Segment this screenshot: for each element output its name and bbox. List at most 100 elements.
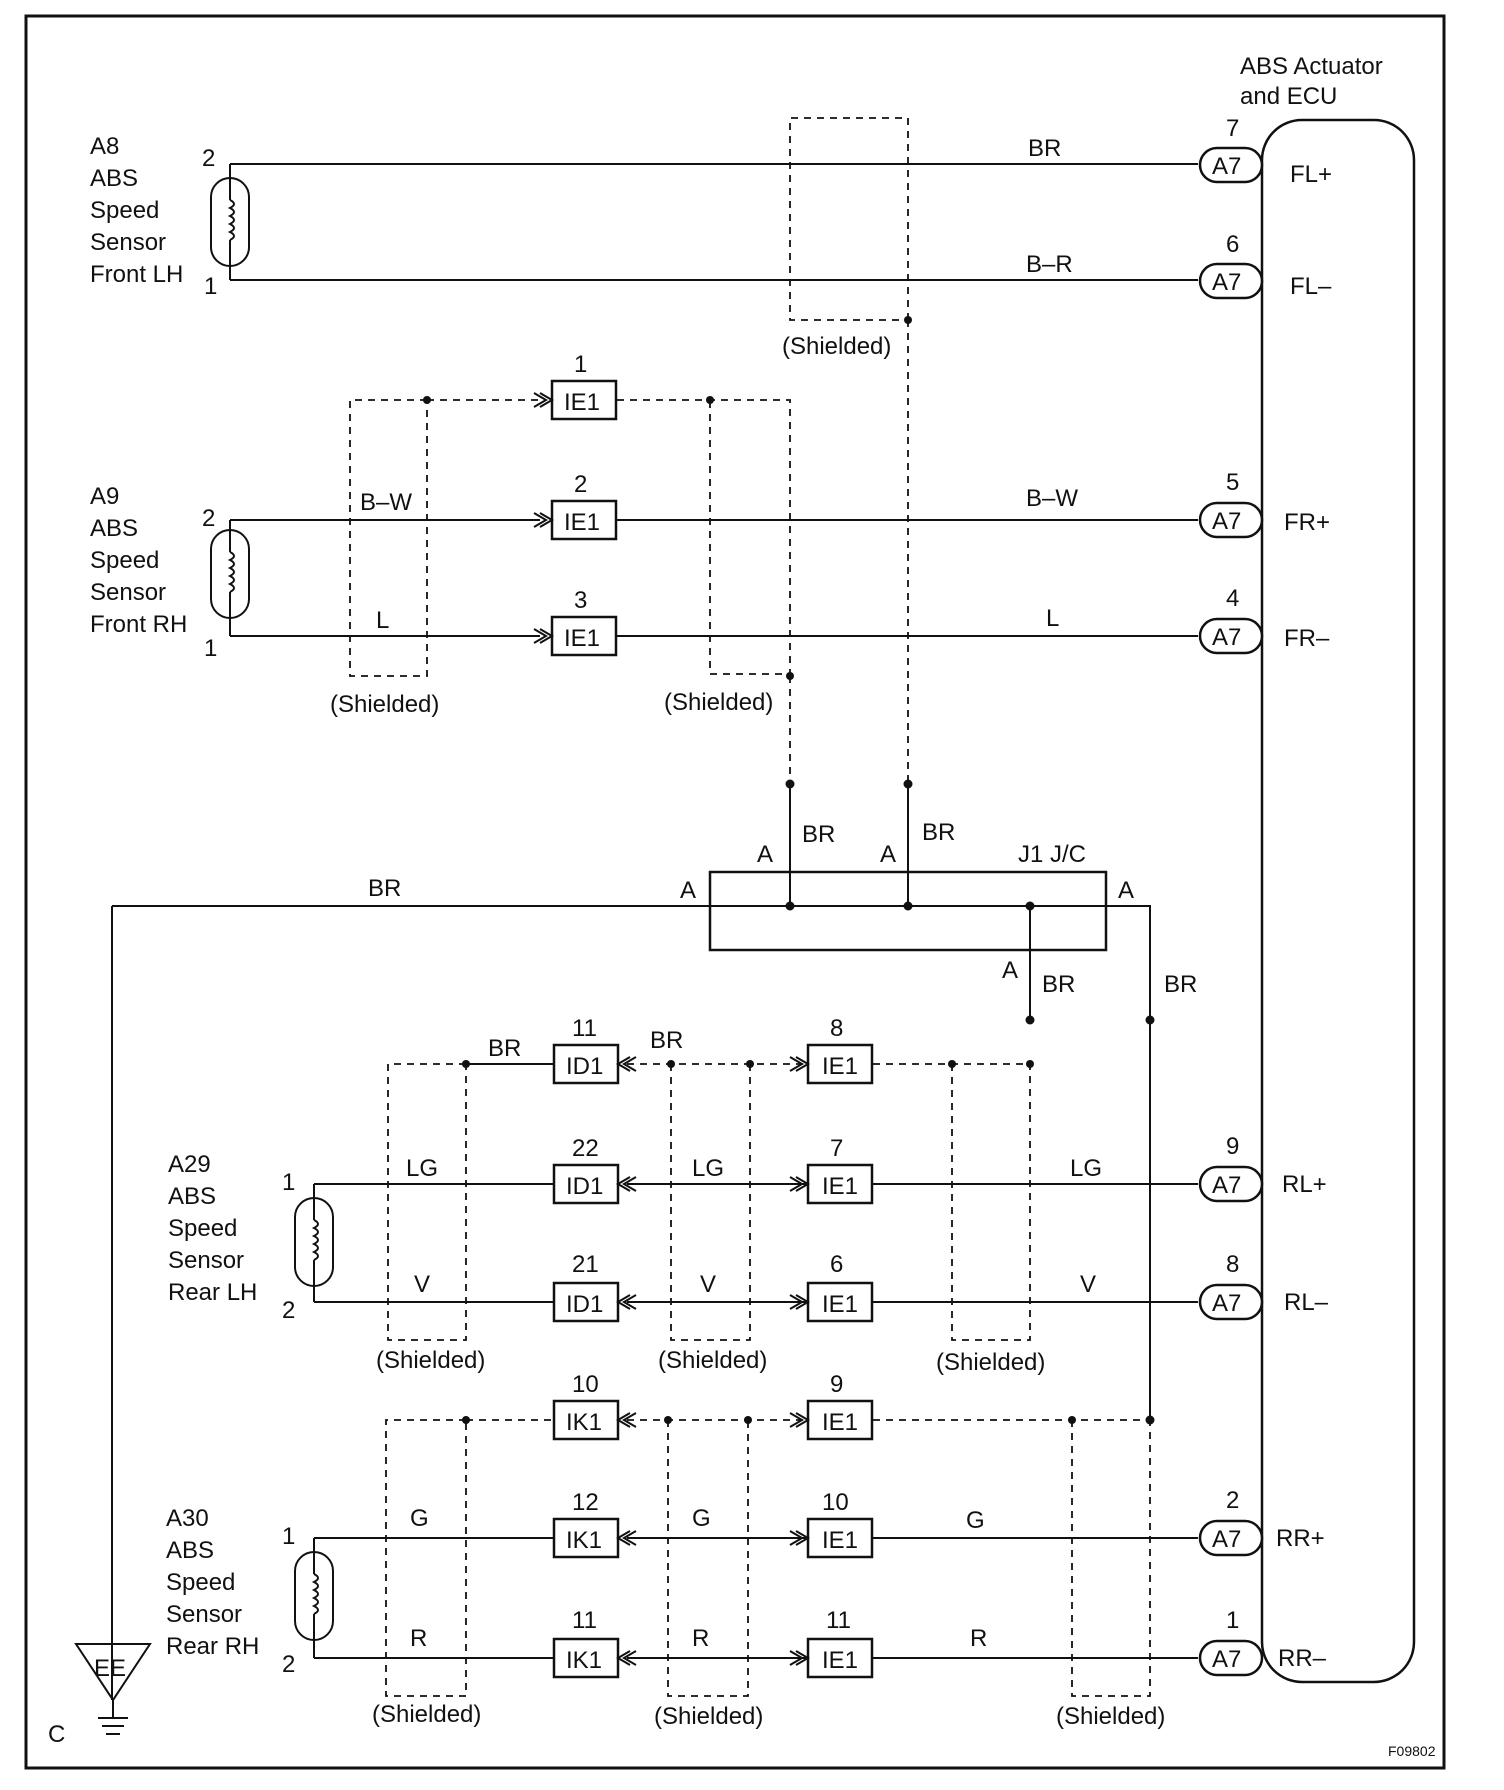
sensor-pin: 2 [282,1297,295,1324]
wire-color-label: V [1080,1271,1096,1298]
sensor-pin: 2 [202,505,215,532]
ecu-title-line1: ABS Actuator [1240,53,1383,80]
svg-text:2: 2 [574,471,587,498]
wire-color-label: G [410,1505,429,1532]
connector-id1-21: ID1 21 [552,1251,637,1323]
shielded-label: (Shielded) [658,1347,767,1374]
wire-color-label: LG [406,1155,438,1182]
wire-color-label: B–W [360,489,412,516]
wire-color-label: R [692,1625,709,1652]
sensor-front-rh: A9 ABS Speed Sensor Front RH 2 1 [90,483,250,662]
wire-color-label: BR [802,821,835,848]
connector-ie1-7: IE1 7 [789,1135,874,1205]
svg-text:FR+: FR+ [1284,509,1330,536]
svg-text:A7: A7 [1212,153,1241,180]
wire-color-label: BR [1042,971,1075,998]
shielded-label: (Shielded) [1056,1703,1165,1730]
shield-fr-right [617,399,791,675]
sensor-id: A30 [166,1505,209,1532]
sensor-label: Rear LH [168,1279,257,1306]
connector-ik1-12: IK1 12 [552,1489,637,1559]
wire-color-label: BR [1164,971,1197,998]
ecu-pin-rr-minus: A7 1 RR– [1198,1607,1327,1677]
wire-color-label: G [966,1507,985,1534]
connector-ie1-6: IE1 6 [789,1251,874,1323]
ground-location: C [48,1721,65,1748]
wire-color-label: B–R [1026,251,1073,278]
svg-text:IE1: IE1 [564,509,600,536]
connector-ie1-9: IE1 9 [789,1371,874,1441]
svg-text:A7: A7 [1212,508,1241,535]
svg-text:6: 6 [830,1251,843,1278]
svg-text:ID1: ID1 [566,1053,603,1080]
svg-text:7: 7 [1226,115,1239,142]
svg-text:10: 10 [822,1489,849,1516]
sensor-label: ABS [90,165,138,192]
ecu-pin-fl-minus: A7 6 FL– [1198,231,1332,300]
jc-pin-a: A [680,877,696,904]
jc-pin-a: A [880,841,896,868]
svg-text:7: 7 [830,1135,843,1162]
shield-fr-left [349,399,428,677]
svg-text:1: 1 [574,351,587,378]
connector-ie1-8: IE1 8 [789,1015,874,1085]
shield-rr-b [667,1420,749,1697]
svg-text:IE1: IE1 [822,1173,858,1200]
svg-text:FL+: FL+ [1290,161,1332,188]
wire-color-label: L [376,607,389,634]
svg-text:IK1: IK1 [566,1647,602,1674]
ecu-pin-fr-minus: A7 4 FR– [1198,585,1330,655]
shield-rl-b [670,1064,751,1341]
svg-text:11: 11 [572,1015,597,1042]
sensor-label: Speed [166,1569,235,1596]
jc-pin-a: A [757,841,773,868]
svg-text:A7: A7 [1212,1172,1241,1199]
sensor-label: Sensor [90,229,166,256]
connector-id1-11: ID1 11 [552,1015,637,1085]
svg-text:8: 8 [830,1015,843,1042]
wire-color-label: BR [368,875,401,902]
figure-code: F09802 [1388,1743,1436,1759]
svg-text:6: 6 [1226,231,1239,258]
svg-text:ID1: ID1 [566,1173,603,1200]
wire-color-label: G [692,1505,711,1532]
svg-text:9: 9 [830,1371,843,1398]
svg-text:RL–: RL– [1284,1289,1329,1316]
wire-color-label: LG [692,1155,724,1182]
wire-color-label: R [970,1625,987,1652]
sensor-label: ABS [90,515,138,542]
svg-text:IE1: IE1 [564,625,600,652]
shielded-label: (Shielded) [330,691,439,718]
ground-icon [98,1700,128,1735]
sensor-label: Speed [90,547,159,574]
svg-text:9: 9 [1226,1133,1239,1160]
svg-text:22: 22 [572,1135,599,1162]
svg-text:A7: A7 [1212,624,1241,651]
svg-text:A7: A7 [1212,1526,1241,1553]
sensor-id: A29 [168,1151,211,1178]
sensor-rear-rh: A30 ABS Speed Sensor Rear RH 1 2 [166,1505,334,1678]
svg-text:IE1: IE1 [822,1291,858,1318]
wire-color-label: B–W [1026,485,1078,512]
svg-text:3: 3 [574,587,587,614]
svg-text:2: 2 [1226,1487,1239,1514]
svg-text:1: 1 [1226,1607,1239,1634]
ecu-pin-rl-plus: A7 9 RL+ [1198,1133,1327,1203]
shielded-label: (Shielded) [782,333,891,360]
jc-bus [112,905,1151,1020]
sensor-front-lh: A8 ABS Speed Sensor Front LH 2 1 [90,133,250,300]
wire-color-label: V [700,1271,716,1298]
sensor-pin: 2 [202,145,215,172]
svg-text:IE1: IE1 [822,1409,858,1436]
jc-feed-wires [789,784,909,906]
shielded-label: (Shielded) [372,1701,481,1728]
shield-rl-c [951,1064,1031,1341]
wire-color-label: R [410,1625,427,1652]
ground-name: EE [94,1655,126,1682]
svg-text:RL+: RL+ [1282,1171,1327,1198]
sensor-pin: 1 [204,635,217,662]
wire-color-label: L [1046,605,1059,632]
ecu-title-line2: and ECU [1240,83,1337,110]
connector-ie1-1: IE1 1 [533,351,618,421]
